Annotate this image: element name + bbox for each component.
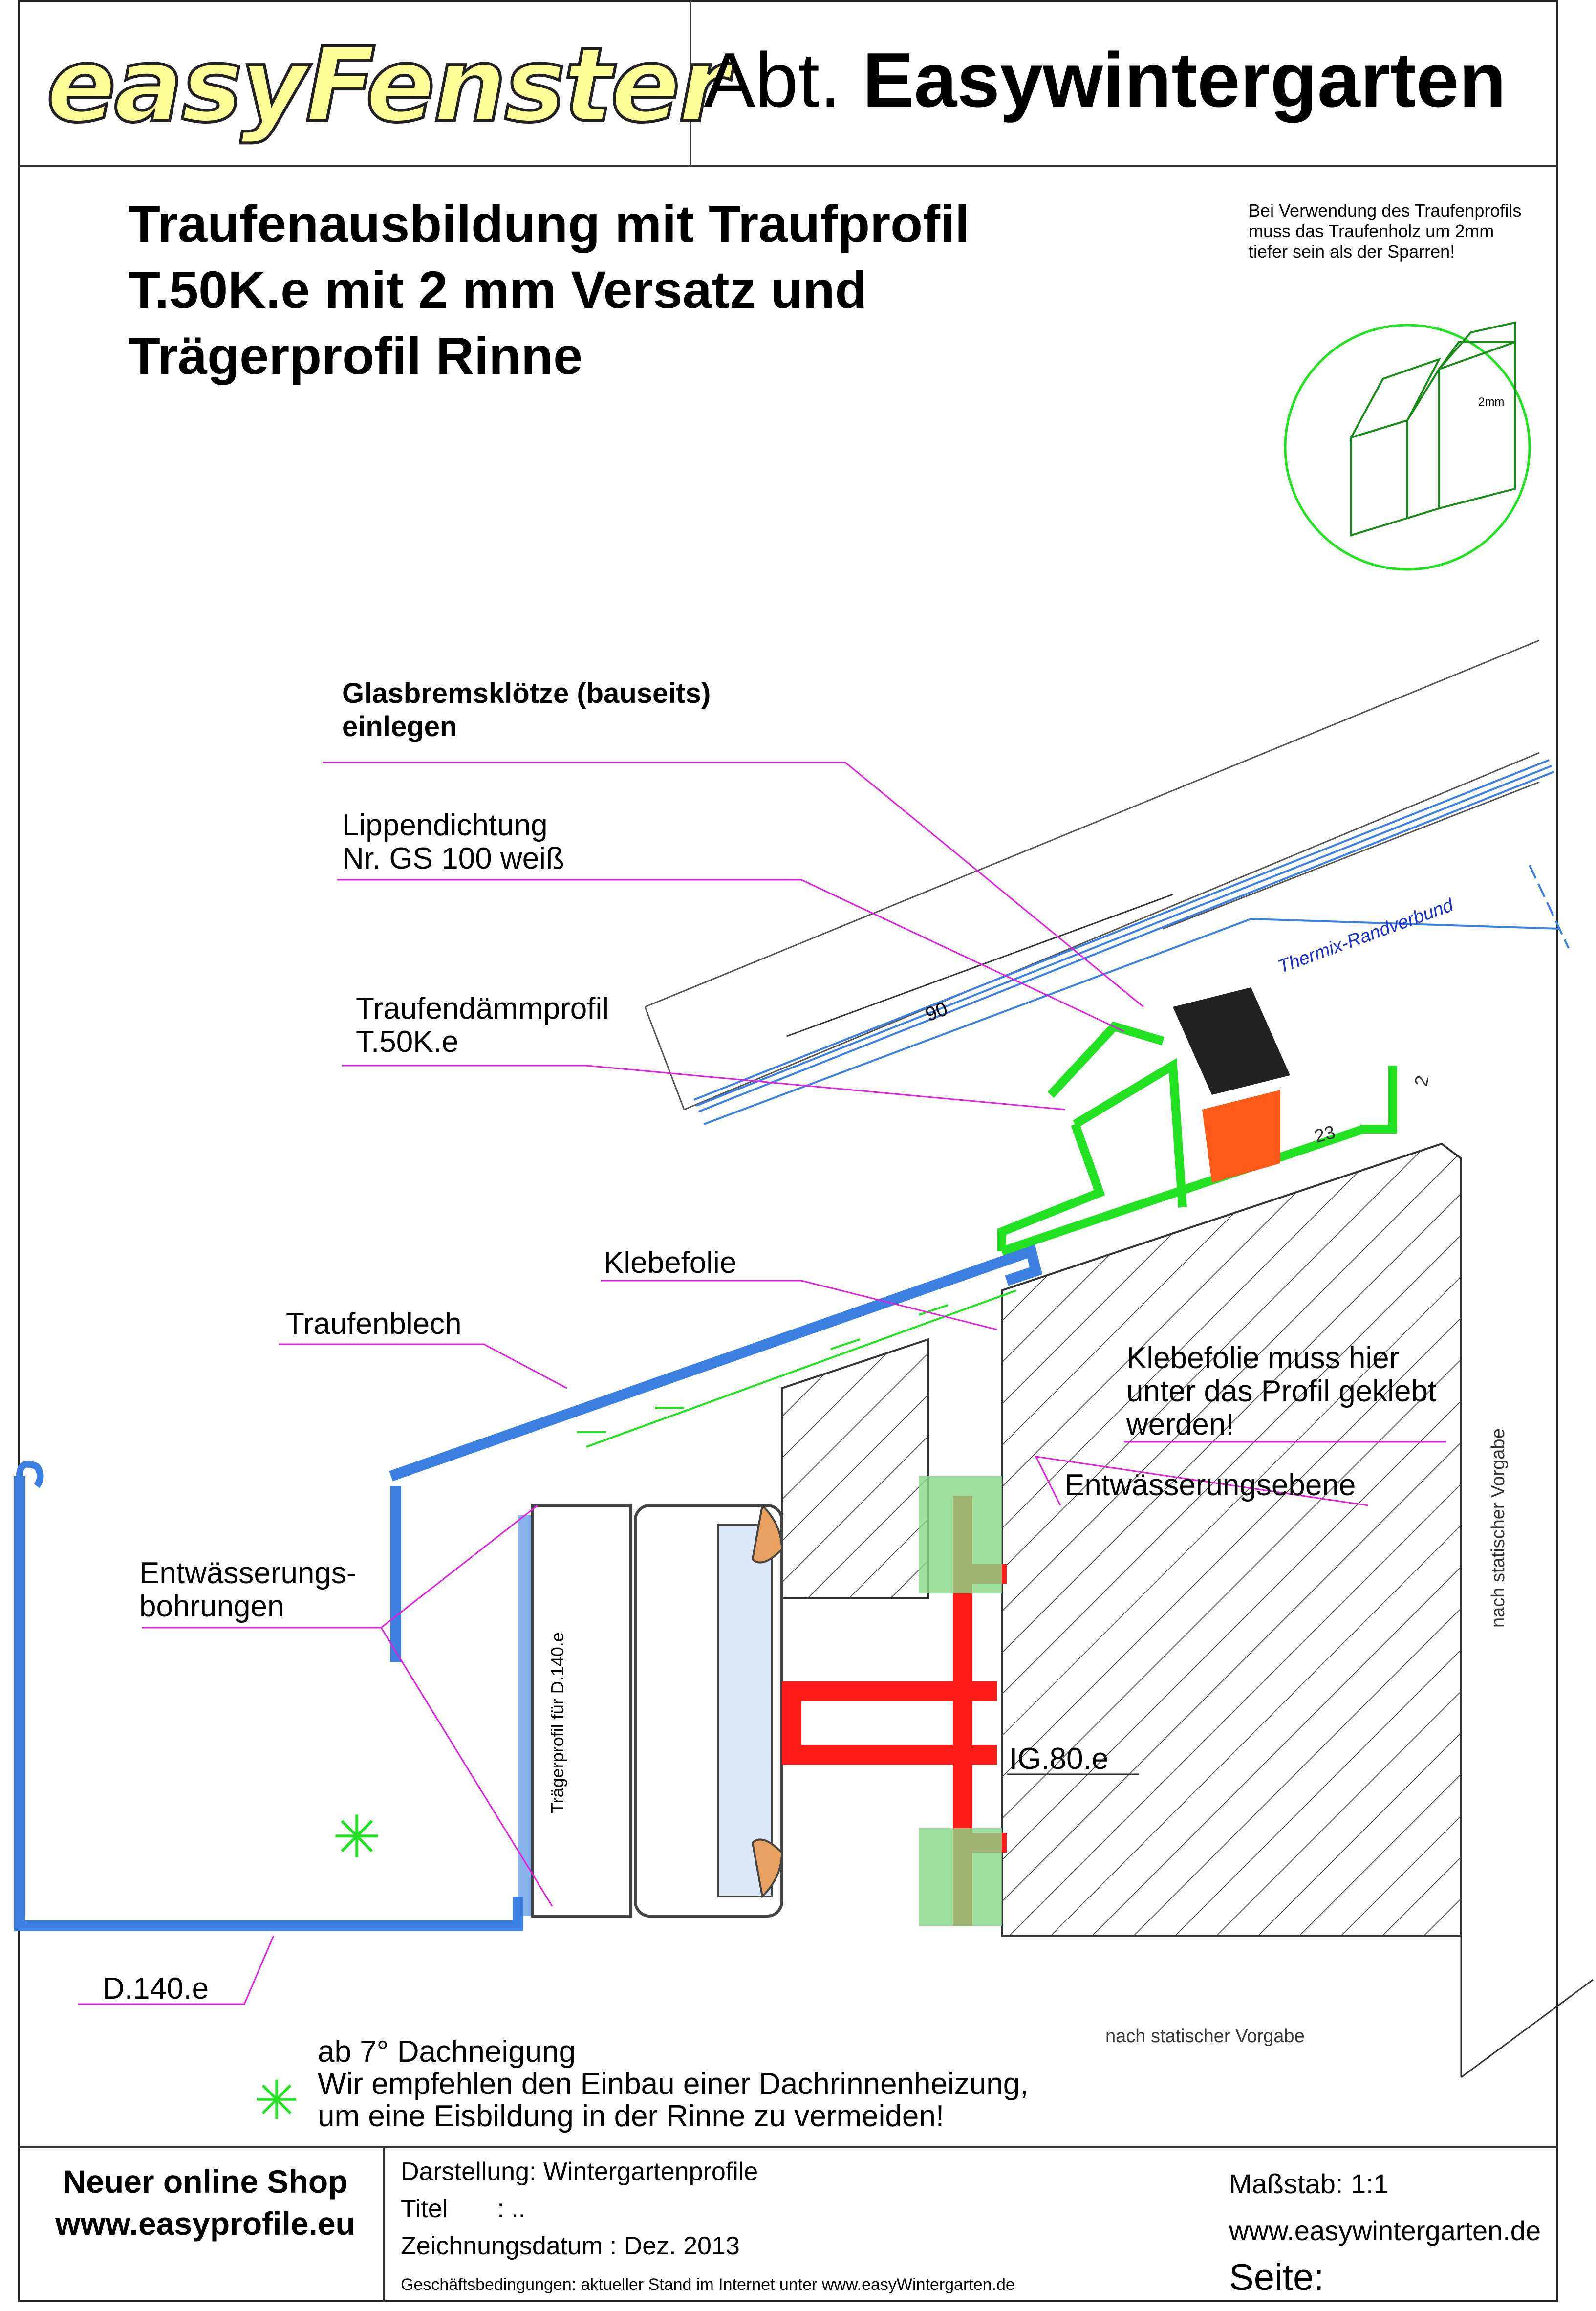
- black-spacer: [1173, 987, 1290, 1095]
- wall-hatch: [1001, 1142, 1462, 1937]
- title-line: Traufenausbildung mit Traufprofil: [128, 194, 970, 253]
- label-lippendichtung: Lippendichtung Nr. GS 100 weiß: [342, 809, 564, 875]
- website-link[interactable]: www.easywintergarten.de: [1229, 2215, 1541, 2246]
- label-traegerprofil: Trägerprofil für D.140.e: [547, 1632, 567, 1813]
- drawing-title: Traufenausbildung mit Traufprofil T.50K.…: [128, 191, 970, 389]
- shop-link[interactable]: www.easyprofile.eu: [55, 2205, 355, 2242]
- label-line: Lippendichtung: [342, 808, 548, 842]
- note-line: muss das Traufenholz um 2mm: [1249, 221, 1494, 241]
- titel-value: : ..: [497, 2195, 526, 2223]
- label-klebefolie: Klebefolie: [604, 1246, 737, 1280]
- gutter-profile: [14, 1476, 523, 1931]
- light-green-profile: [919, 1476, 1002, 1593]
- note-line: Bei Verwendung des Traufenprofils: [1249, 200, 1522, 220]
- darstellung: Darstellung: Wintergartenprofile: [401, 2158, 758, 2186]
- label-entwaesserungsbohrungen: Entwässerungs- bohrungen: [139, 1557, 357, 1623]
- label-line: Nr. GS 100 weiß: [342, 842, 564, 875]
- footer-title-block: Darstellung: Wintergartenprofile Titel :…: [401, 2153, 758, 2265]
- rafter-hatch: [781, 1338, 929, 1599]
- detail-block-icon: [1349, 321, 1516, 537]
- label-line: einlegen: [342, 711, 457, 742]
- massstab: Maßstab: 1:1: [1229, 2168, 1389, 2199]
- department-prefix: Abt.: [704, 37, 841, 123]
- department-name: Easywintergarten: [862, 37, 1507, 123]
- footer-conditions: Geschäftsbedingungen: aktueller Stand im…: [401, 2275, 1015, 2294]
- label-entwaesserungsebene: Entwässerungsebene: [1064, 1468, 1356, 1502]
- label-d140: D.140.e: [103, 1972, 209, 2006]
- title-line: Trägerprofil Rinne: [128, 326, 583, 385]
- label-traufenblech: Traufenblech: [286, 1307, 462, 1341]
- leader-lines: [78, 762, 1446, 2005]
- label-ig80: IG.80.e: [1009, 1742, 1109, 1776]
- note-line: tiefer sein als der Sparren!: [1249, 241, 1455, 262]
- footer-left-divider: [383, 2146, 385, 2302]
- traufenblech-profile: [389, 1244, 1043, 1482]
- note-line: um eine Eisbildung in der Rinne zu verme…: [318, 2099, 945, 2133]
- titel-label: Titel: [401, 2195, 448, 2223]
- footer-divider: [18, 2146, 1558, 2148]
- seite: Seite:: [1229, 2257, 1324, 2298]
- label-line: bohrungen: [139, 1590, 284, 1623]
- glass-outline: [644, 639, 1540, 1111]
- note-line: ab 7° Dachneigung: [318, 2035, 576, 2069]
- traeger-profile: [531, 1504, 632, 1918]
- bottom-note: ab 7° Dachneigung Wir empfehlen den Einb…: [318, 2036, 1028, 2133]
- detail-circle: [1284, 324, 1531, 571]
- label-line: unter das Profil geklebt: [1126, 1374, 1437, 1408]
- label-line: werden!: [1126, 1408, 1234, 1441]
- header-divider: [18, 165, 1558, 167]
- label-line: Traufendämmprofil: [356, 992, 609, 1025]
- label-statisch-vertical: nach statischer Vorgabe: [1488, 1428, 1509, 1628]
- glass-pane: [693, 759, 1559, 1125]
- label-line: Klebefolie muss hier: [1126, 1341, 1400, 1375]
- label-line: Glasbremsklötze (bauseits): [342, 677, 711, 709]
- red-block: [1202, 1090, 1280, 1183]
- label-line: Entwässerungs-: [139, 1556, 357, 1590]
- detail-dimension: 2mm: [1478, 395, 1504, 409]
- top-note: Bei Verwendung des Traufenprofils muss d…: [1249, 200, 1521, 262]
- label-glasbrems: Glasbremsklötze (bauseits) einlegen: [342, 677, 711, 743]
- company-logo: easyFenster: [45, 25, 730, 145]
- titel-row: Titel : ..: [401, 2190, 758, 2227]
- shop-label: Neuer online Shop: [63, 2163, 348, 2200]
- note-line: Wir empfehlen den Einbau einer Dachrinne…: [318, 2067, 1029, 2101]
- label-line: T.50K.e: [356, 1025, 459, 1059]
- asterisk-icon-note: ✳: [254, 2069, 299, 2132]
- label-traufendamm: Traufendämmprofil T.50K.e: [356, 992, 609, 1059]
- department-title: Abt. Easywintergarten: [704, 42, 1506, 119]
- orange-seal: [751, 1503, 783, 1564]
- title-line: T.50K.e mit 2 mm Versatz und: [128, 260, 867, 319]
- drawing-frame: [18, 0, 1558, 2302]
- footer-shop: Neuer online Shop www.easyprofile.eu: [44, 2160, 367, 2245]
- label-klebefolie-note: Klebefolie muss hier unter das Profil ge…: [1126, 1342, 1436, 1441]
- label-statisch-horizontal: nach statischer Vorgabe: [1105, 2026, 1305, 2047]
- asterisk-icon: ✳: [332, 1804, 382, 1872]
- header-logo-divider: [690, 0, 691, 166]
- zeichnungsdatum: Zeichnungsdatum : Dez. 2013: [401, 2232, 740, 2260]
- footer-right: Maßstab: 1:1 www.easywintergarten.de Sei…: [1229, 2160, 1541, 2301]
